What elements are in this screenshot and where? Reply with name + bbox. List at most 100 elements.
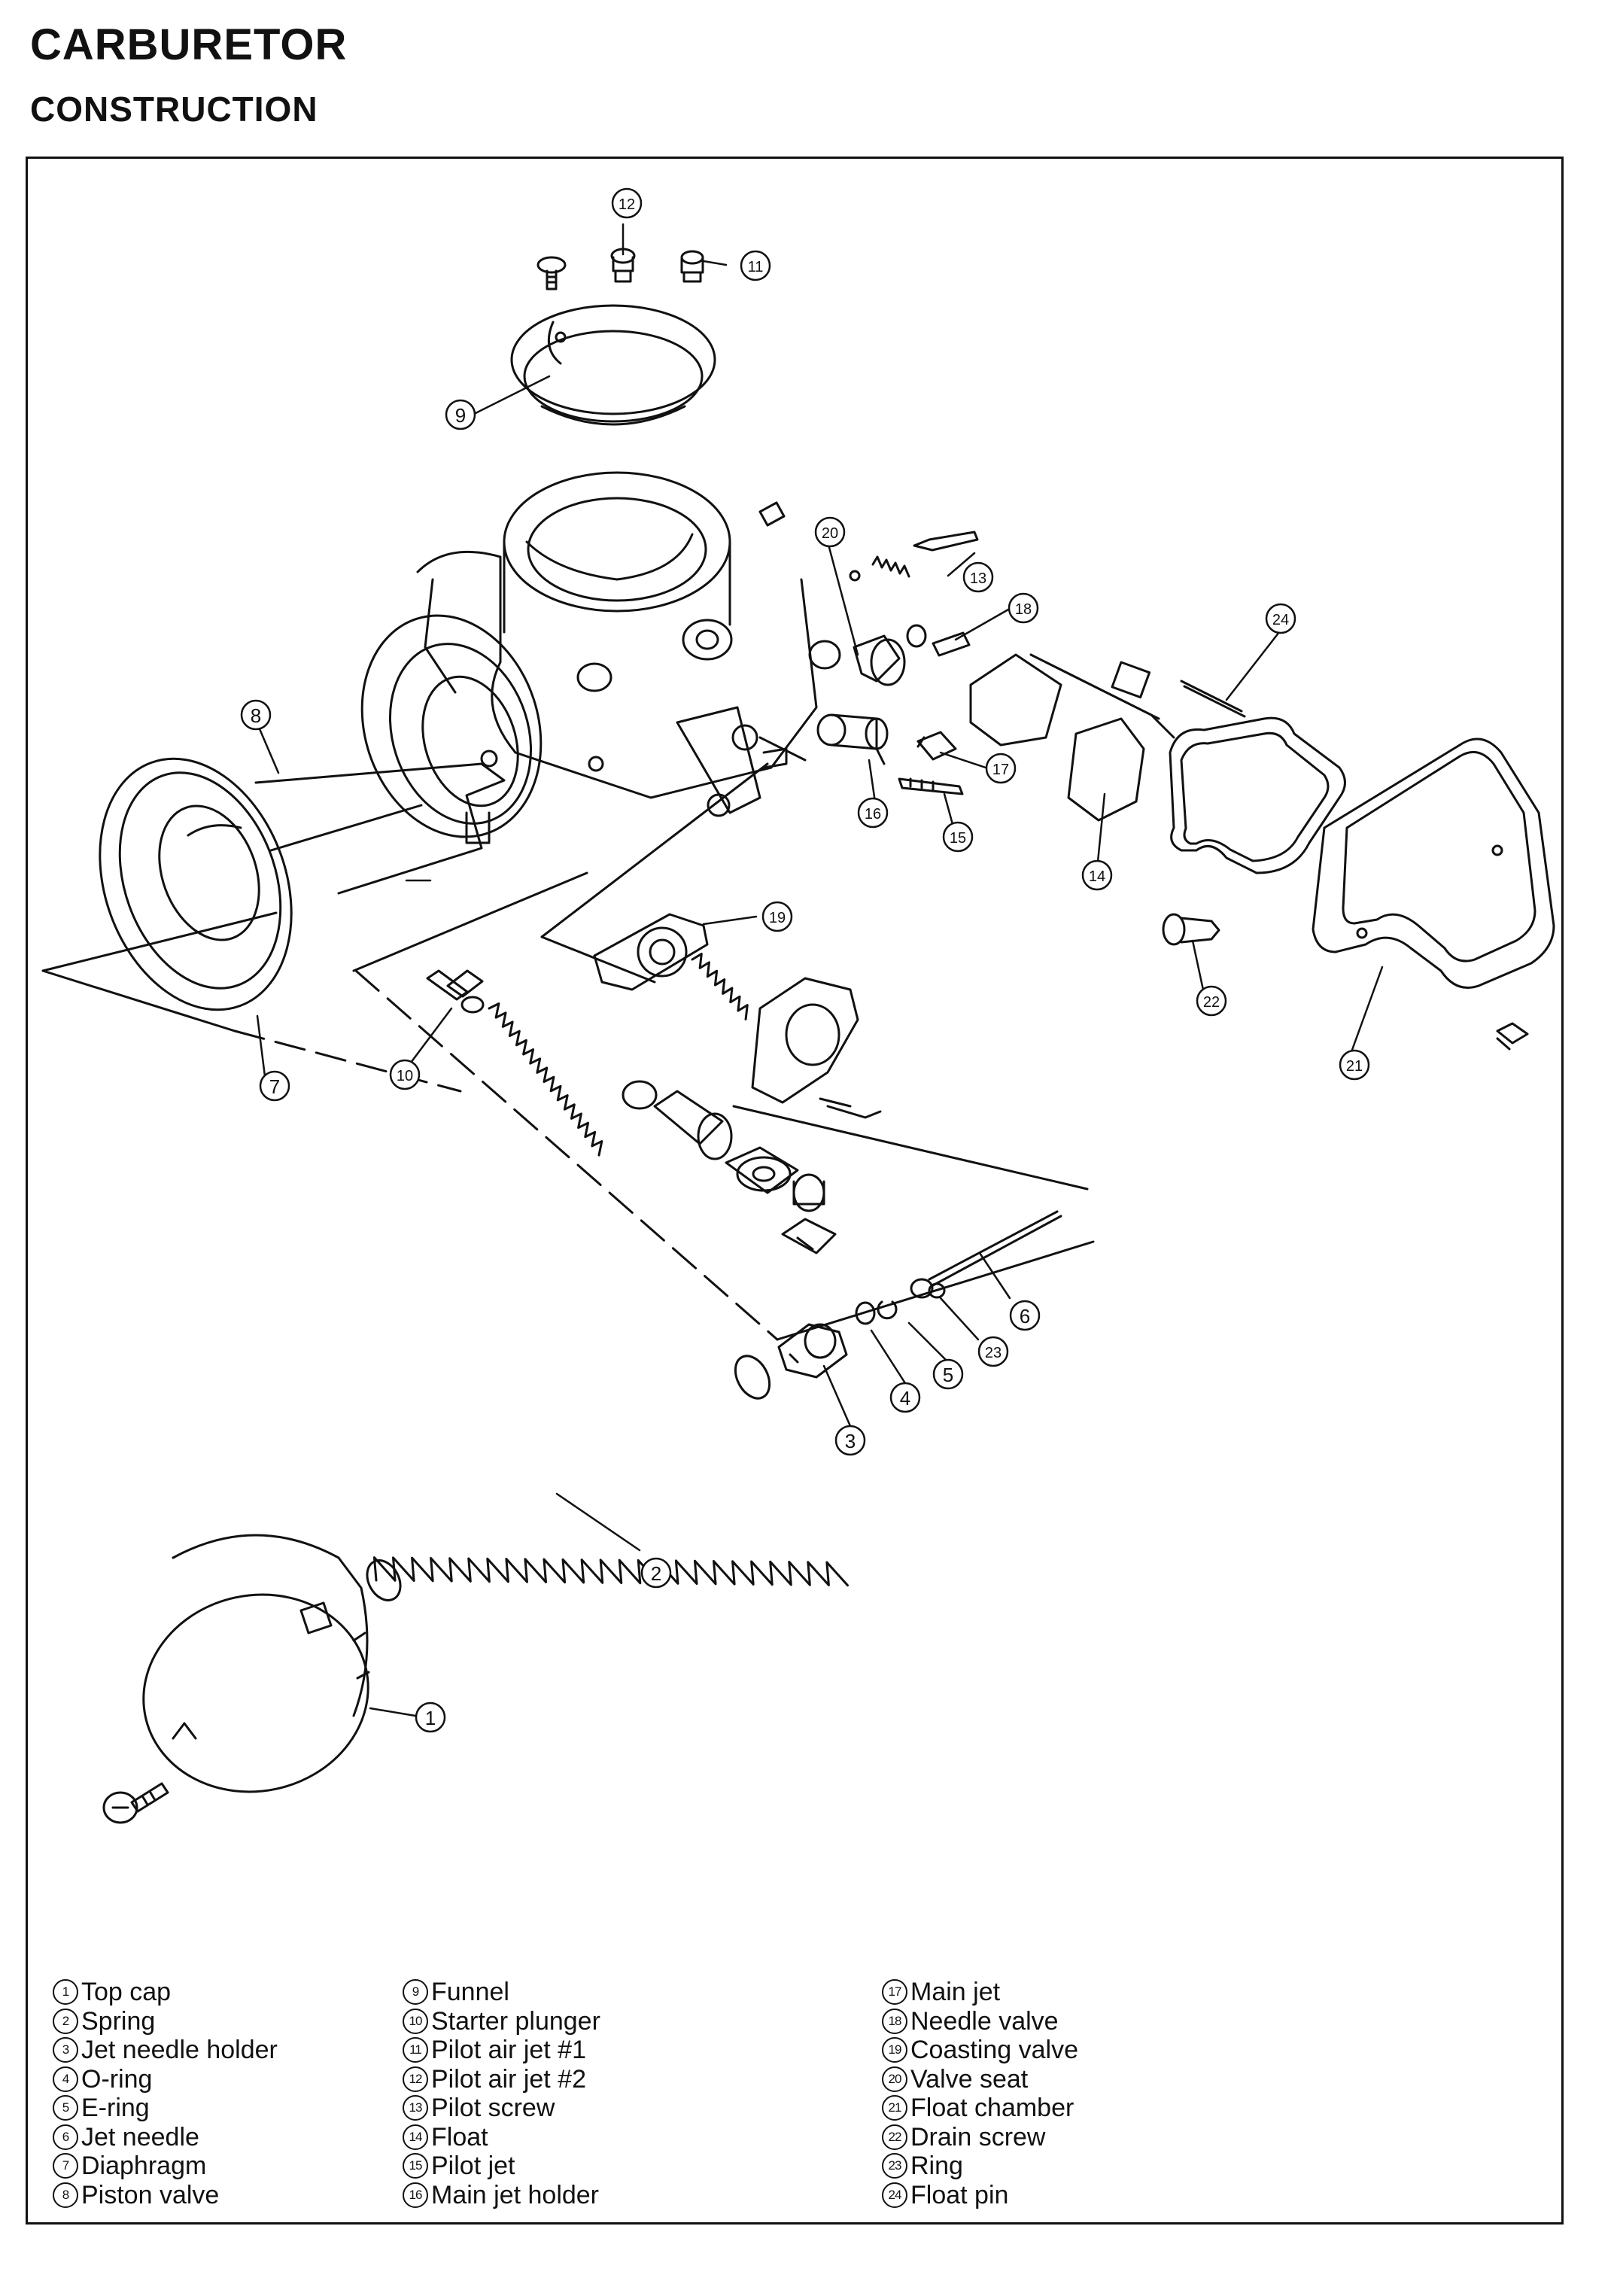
svg-text:5: 5 — [943, 1364, 953, 1386]
reference-lines — [41, 736, 1095, 1341]
diagram-frame — [26, 157, 1564, 2225]
svg-text:2: 2 — [651, 1562, 661, 1585]
legend-label: Starter plunger — [431, 2006, 600, 2036]
legend-label: Jet needle — [81, 2122, 199, 2152]
legend-number: 22 — [882, 2124, 907, 2150]
legend-number: 5 — [53, 2095, 78, 2121]
starter-parts — [622, 1080, 837, 1254]
callout-16: 16 — [857, 797, 889, 829]
svg-text:16: 16 — [865, 806, 881, 823]
legend-label: Needle valve — [910, 2006, 1059, 2036]
callout-10: 10 — [389, 1059, 421, 1090]
callout-24: 24 — [1265, 603, 1296, 634]
svg-text:7: 7 — [269, 1075, 280, 1098]
legend-label: O-ring — [81, 2064, 153, 2094]
legend-label: Pilot air jet #1 — [431, 2036, 586, 2064]
legend-number: 24 — [882, 2182, 907, 2208]
float-chamber — [1312, 737, 1555, 1051]
legend-number: 18 — [882, 2008, 907, 2034]
legend-label: Pilot jet — [431, 2152, 515, 2180]
callout-20: 20 — [814, 516, 846, 548]
float-pin — [1180, 680, 1246, 718]
top-cap-screw — [102, 1782, 169, 1824]
svg-text:13: 13 — [970, 570, 986, 587]
legend-label: Coasting valve — [910, 2036, 1079, 2064]
float — [969, 653, 1175, 822]
callout-7: 7 — [259, 1070, 290, 1102]
svg-text:3: 3 — [845, 1430, 856, 1452]
legend-number: 6 — [53, 2124, 78, 2150]
coasting-valve — [593, 913, 882, 1119]
legend-number: 11 — [403, 2037, 428, 2063]
callout-6: 6 — [1009, 1300, 1041, 1331]
svg-text:1: 1 — [425, 1707, 436, 1729]
legend-label: Spring — [81, 2006, 156, 2036]
legend-number: 7 — [53, 2153, 78, 2179]
legend-number: 15 — [403, 2153, 428, 2179]
legend-number: 8 — [53, 2182, 78, 2208]
drain-screw — [1162, 913, 1220, 946]
svg-text:10: 10 — [397, 1068, 413, 1084]
legend-number: 20 — [882, 2066, 907, 2092]
carburetor-body — [360, 471, 818, 844]
legend-label: Funnel — [431, 1978, 509, 2006]
svg-text:20: 20 — [822, 525, 838, 542]
legend-label: Float pin — [910, 2180, 1009, 2209]
main-jet — [916, 731, 957, 761]
svg-text:12: 12 — [619, 196, 635, 213]
svg-text:6: 6 — [1020, 1305, 1030, 1327]
callout-1: 1 — [415, 1701, 446, 1733]
svg-text:11: 11 — [748, 259, 764, 275]
pilot-air-jet-screw-left — [536, 256, 567, 290]
legend-label: Main jet — [910, 1978, 1001, 2006]
legend-number: 17 — [882, 1979, 907, 2006]
legend-number: 19 — [882, 2037, 907, 2063]
callouts: 1 2 3 4 5 6 7 8 9 10 11 12 13 14 15 16 1… — [240, 187, 1370, 1733]
section-subtitle: CONSTRUCTION — [30, 90, 318, 129]
callout-21: 21 — [1339, 1049, 1370, 1081]
legend-number: 12 — [403, 2066, 428, 2092]
ring — [928, 1282, 946, 1299]
svg-text:19: 19 — [769, 910, 786, 926]
svg-text:18: 18 — [1015, 601, 1032, 618]
legend-label: Pilot screw — [431, 2094, 555, 2122]
needle-valve — [906, 624, 971, 657]
float-chamber-gasket — [1169, 716, 1346, 874]
svg-text:17: 17 — [992, 762, 1009, 778]
legend-number: 21 — [882, 2095, 907, 2121]
legend-number: 1 — [53, 1979, 78, 2006]
legend-number: 23 — [882, 2153, 907, 2179]
svg-text:23: 23 — [985, 1345, 1002, 1361]
svg-text:8: 8 — [251, 704, 261, 727]
top-cap — [142, 1534, 370, 1793]
callout-9: 9 — [445, 399, 476, 430]
valve-seat — [808, 634, 906, 686]
legend-label: Piston valve — [81, 2180, 220, 2209]
callout-17: 17 — [985, 753, 1017, 784]
callout-11: 11 — [740, 250, 771, 281]
svg-text:22: 22 — [1203, 994, 1220, 1011]
legend-label: Jet needle holder — [81, 2036, 278, 2064]
starter-plunger-spring — [488, 1002, 603, 1157]
legend-number: 10 — [403, 2008, 428, 2034]
callout-23: 23 — [977, 1336, 1009, 1367]
pilot-jet — [898, 777, 964, 795]
callout-8: 8 — [240, 699, 272, 731]
callout-2: 2 — [640, 1557, 672, 1589]
